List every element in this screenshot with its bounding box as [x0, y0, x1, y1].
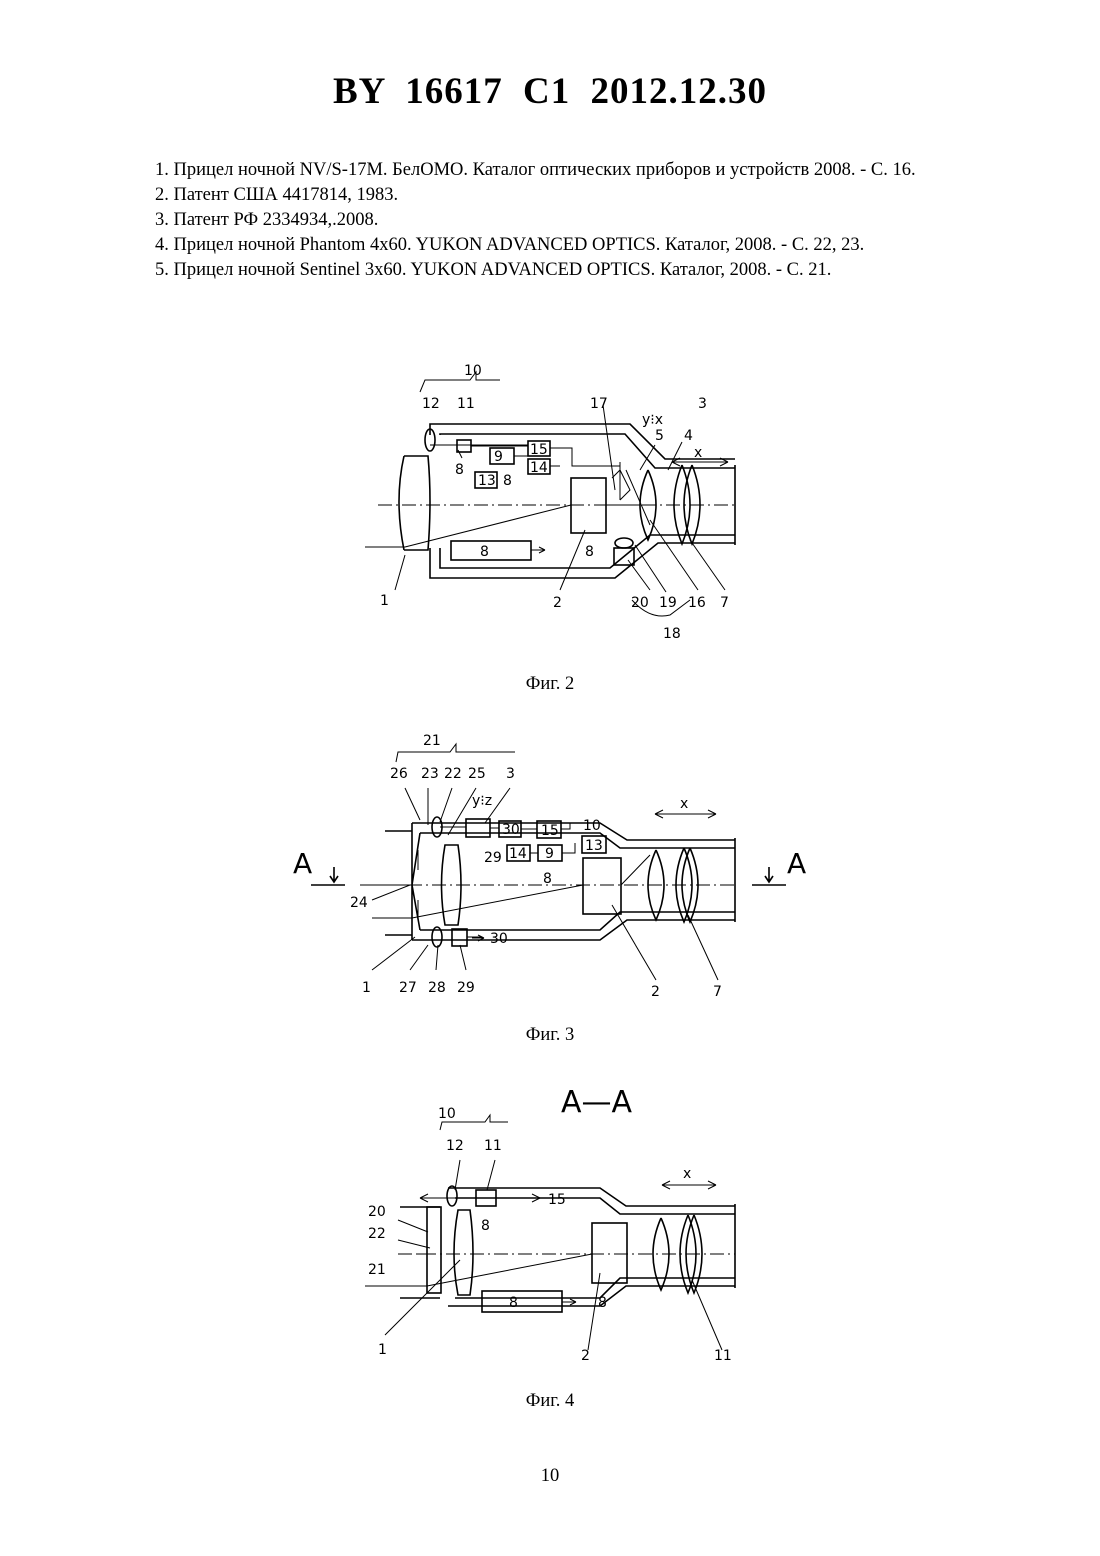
reference-list: 1. Прицел ночной NV/S-17M. БелОМО. Катал… [118, 158, 982, 283]
label-20: 20 [631, 595, 649, 611]
label-12: 12 [422, 396, 440, 412]
label-8b: 8 [598, 1295, 607, 1311]
label-20: 20 [368, 1204, 386, 1220]
reference-item: 2. Патент США 4417814, 1983. [118, 183, 982, 208]
reference-item: 3. Патент РФ 2334934,.2008. [118, 208, 982, 233]
label-8b: 8 [503, 473, 512, 489]
box-8 [451, 541, 531, 560]
label-21: 21 [368, 1262, 386, 1278]
reference-item: 5. Прицел ночной Sentinel 3x60. YUKON AD… [118, 258, 982, 283]
label-11: 11 [484, 1138, 502, 1154]
travel-arrow-x [662, 1181, 716, 1189]
label-1: 1 [378, 1342, 387, 1358]
label-18: 18 [663, 626, 681, 642]
label-30: 30 [502, 822, 520, 838]
label-12: 12 [446, 1138, 464, 1154]
label-5: 5 [655, 428, 664, 444]
label-8: 8 [543, 871, 552, 887]
label-x: x [680, 796, 688, 812]
label-14: 14 [530, 460, 548, 476]
objective-lens [399, 456, 430, 550]
label-9: 9 [494, 449, 503, 465]
figure-3-caption: Фиг. 3 [0, 1025, 1100, 1046]
reference-item: 4. Прицел ночной Phantom 4x60. YUKON ADV… [118, 233, 982, 258]
label-2: 2 [553, 595, 562, 611]
label-8c: 8 [585, 544, 594, 560]
figure-4-caption: Фиг. 4 [0, 1391, 1100, 1412]
label-yx: y⁝x [642, 412, 663, 428]
image-tube-box [583, 858, 621, 914]
label-23: 23 [421, 766, 439, 782]
label-14: 14 [509, 846, 527, 862]
label-11b: 11 [714, 1348, 732, 1364]
label-8a: 8 [455, 462, 464, 478]
front-plate [412, 823, 420, 940]
label-a-left: A [293, 847, 312, 880]
label-x: x [683, 1166, 691, 1182]
leader-lines [395, 372, 725, 616]
label-26: 26 [390, 766, 408, 782]
label-15: 15 [548, 1192, 566, 1208]
wiring [420, 1194, 576, 1305]
label-28: 28 [428, 980, 446, 996]
box-11 [457, 440, 471, 452]
label-7: 7 [720, 595, 729, 611]
label-4: 4 [684, 428, 693, 444]
label-x: x [694, 445, 702, 461]
label-1: 1 [362, 980, 371, 996]
label-30b: 30 [490, 931, 508, 947]
label-29b: 29 [457, 980, 475, 996]
label-17: 17 [590, 396, 608, 412]
cover-plate [427, 1207, 441, 1293]
label-13: 13 [478, 473, 496, 489]
page-number: 10 [0, 1466, 1100, 1487]
label-15: 15 [541, 823, 559, 839]
label-2: 2 [581, 1348, 590, 1364]
lens-19 [615, 538, 633, 548]
label-24: 24 [350, 895, 368, 911]
label-section-aa: A—A [561, 1085, 633, 1120]
image-tube-box [592, 1223, 627, 1283]
ray-line [372, 855, 650, 918]
label-29a: 29 [484, 850, 502, 866]
label-3: 3 [698, 396, 707, 412]
box-8 [482, 1291, 562, 1312]
label-22: 22 [444, 766, 462, 782]
section-mark-right [752, 867, 786, 885]
label-13: 13 [585, 838, 603, 854]
label-10: 10 [438, 1106, 456, 1122]
label-19: 19 [659, 595, 677, 611]
document-header: BY 16617 C1 2012.12.30 [0, 70, 1100, 113]
output-arrow [531, 547, 545, 553]
label-7: 7 [713, 984, 722, 1000]
figure-3-drawing: 21 26 23 22 25 3 y⁝z x 30 15 10 14 9 13 … [0, 728, 1100, 1018]
label-a-right: A [787, 847, 806, 880]
label-8-box: 8 [480, 544, 489, 560]
figure-2-drawing: 10 12 11 17 y⁝x 3 5 4 x 15 9 14 13 8 8 8… [0, 360, 1100, 650]
reference-item: 1. Прицел ночной NV/S-17M. БелОМО. Катал… [118, 158, 982, 183]
label-27: 27 [399, 980, 417, 996]
box-29 [452, 929, 467, 946]
label-3: 3 [506, 766, 515, 782]
label-25: 25 [468, 766, 486, 782]
label-16: 16 [688, 595, 706, 611]
label-yz: y⁝z [472, 793, 492, 809]
section-mark-left [311, 867, 345, 885]
label-11: 11 [457, 396, 475, 412]
label-9: 9 [545, 846, 554, 862]
label-2: 2 [651, 984, 660, 1000]
label-21: 21 [423, 733, 441, 749]
label-10: 10 [464, 363, 482, 379]
label-8a: 8 [481, 1218, 490, 1234]
label-10: 10 [583, 818, 601, 834]
label-1: 1 [380, 593, 389, 609]
figure-4-drawing: A—A 10 12 11 15 x 8 20 22 21 8 8 1 2 11 [0, 1075, 1100, 1375]
label-15: 15 [530, 442, 548, 458]
label-22: 22 [368, 1226, 386, 1242]
figure-2-caption: Фиг. 2 [0, 674, 1100, 695]
leader-lines [385, 1115, 722, 1350]
label-8-box: 8 [509, 1295, 518, 1311]
objective-lens [454, 1210, 473, 1295]
ray-line [365, 1254, 592, 1286]
